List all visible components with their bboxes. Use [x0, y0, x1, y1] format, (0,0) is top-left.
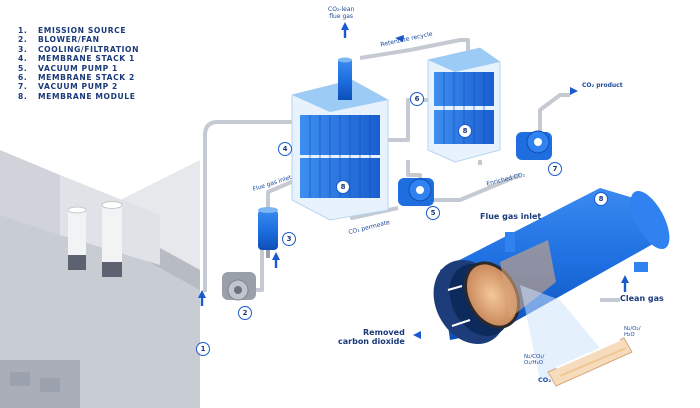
legend-item: 3.COOLING/FILTRATION	[18, 44, 140, 54]
badge-blower: 2	[238, 306, 252, 320]
co2-label: CO₂	[538, 376, 552, 384]
emission-source-building	[0, 150, 200, 408]
flue-gas-inlet-label: Flue gas inlet	[480, 212, 542, 221]
badge-module-in-stack-1: 8	[336, 180, 350, 194]
legend-item: 5.VACUUM PUMP 1	[18, 63, 118, 73]
legend-item: 2.BLOWER/FAN	[18, 35, 100, 45]
legend-item: 1.EMISSION SOURCE	[18, 26, 127, 35]
process-pipes	[203, 38, 620, 302]
removed-co2-label: Removed carbon dioxide	[338, 328, 405, 346]
legend-item: 8.MEMBRANE MODULE	[18, 91, 136, 101]
badge-stack-2: 6	[410, 92, 424, 106]
membrane-stack-2	[427, 47, 501, 163]
badge-stack-1: 4	[278, 142, 292, 156]
badge-emission-source: 1	[196, 342, 210, 356]
co2-product-label: CO₂ product	[582, 82, 623, 89]
membrane-module-cutaway	[433, 188, 670, 387]
membrane-stack-1	[291, 57, 389, 221]
blower-fan	[222, 272, 256, 301]
clean-gas-label: Clean gas	[620, 294, 664, 303]
mixed-gas-label: N₂/CO₂/ O₂/H₂O	[524, 354, 545, 366]
badge-module-in-stack-2: 8	[458, 124, 472, 138]
badge-cooling: 3	[282, 232, 296, 246]
vacuum-pump-1	[398, 178, 434, 206]
badge-pump-2: 7	[548, 162, 562, 176]
chimney-stacks	[67, 201, 123, 277]
legend-item: 6.MEMBRANE STACK 2	[18, 73, 135, 83]
co2-lean-label: CO₂-lean flue gas	[328, 6, 355, 20]
n2-o2-label: N₂/O₂/ H₂O	[624, 326, 641, 338]
badge-module: 8	[594, 192, 608, 206]
hollow-fiber-detail	[547, 337, 633, 387]
legend-item: 4.MEMBRANE STACK 1	[18, 54, 135, 64]
badge-pump-1: 5	[426, 206, 440, 220]
vacuum-pump-2	[516, 130, 552, 160]
equipment-legend: 1.EMISSION SOURCE 2.BLOWER/FAN 3.COOLING…	[18, 26, 139, 101]
legend-item: 7.VACUUM PUMP 2	[18, 82, 118, 92]
cooling-filtration-unit	[258, 207, 278, 258]
